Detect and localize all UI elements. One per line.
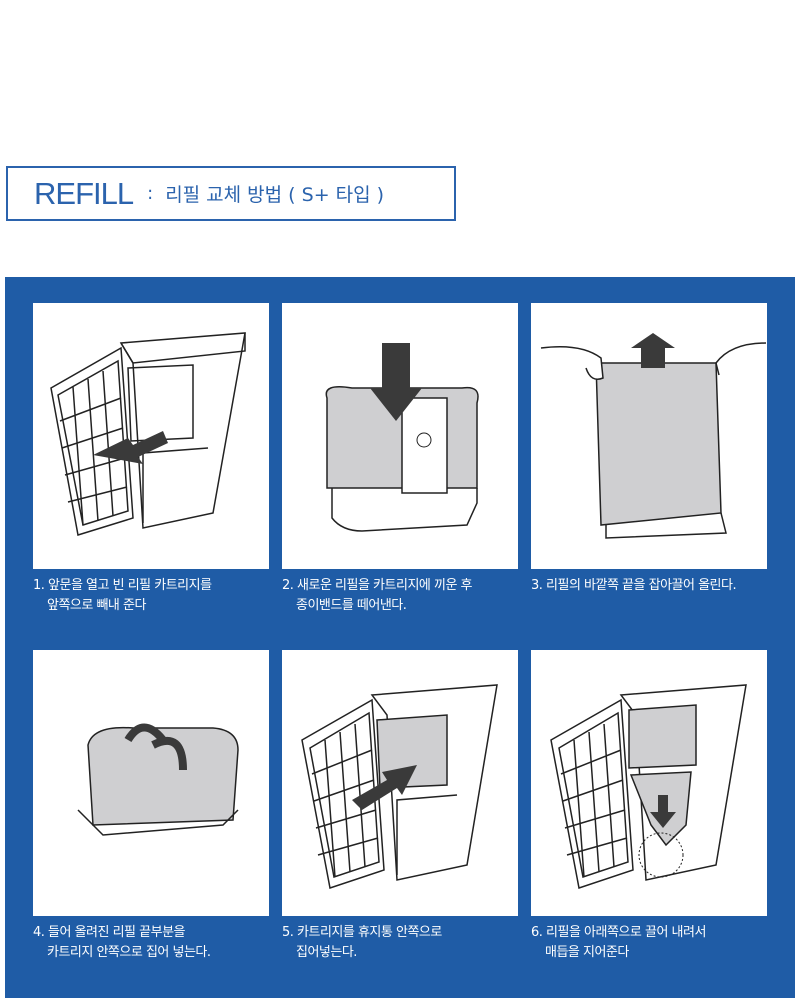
title-box: REFILL : 리필 교체 방법 ( S+ 타입 )	[6, 166, 456, 221]
curved-arrow-icon	[124, 723, 167, 743]
step-2-line2: 종이밴드를 떼어낸다.	[296, 598, 407, 613]
step-3-illustration	[531, 303, 767, 569]
step-5-line1: 5. 카트리지를 휴지통 안쪽으로	[282, 925, 442, 940]
step-2-line1: 2. 새로운 리필을 카트리지에 끼운 후	[282, 578, 473, 593]
down-arrow-icon	[370, 343, 422, 421]
step-4-illustration	[33, 650, 269, 916]
bin-open-door-icon	[50, 332, 246, 536]
step-1-illustration	[33, 303, 269, 569]
step-4-line2: 카트리지 안쪽으로 집어 넣는다.	[47, 945, 211, 960]
up-arrow-icon	[631, 333, 675, 368]
title-subtitle: 리필 교체 방법 ( S+ 타입 )	[165, 184, 385, 206]
curved-arrow-icon	[151, 736, 187, 771]
step-3-line1: 3. 리필의 바깥쪽 끝을 잡아끌어 올린다.	[531, 578, 737, 593]
down-arrow-icon	[650, 795, 676, 828]
arrow-icon	[352, 765, 417, 810]
step-3: 3. 리필의 바깥쪽 끝을 잡아끌어 올린다.	[531, 303, 767, 596]
step-2-illustration	[282, 303, 518, 569]
step-6-line1: 6. 리필을 아래쪽으로 끌어 내려서	[531, 925, 706, 940]
arrow-icon	[93, 431, 168, 464]
step-6-line2: 매듭을 지어준다	[545, 945, 629, 960]
step-1-line1: 1. 앞문을 열고 빈 리필 카트리지를	[33, 578, 212, 593]
step-4-line1: 4. 들어 올려진 리필 끝부분을	[33, 925, 186, 940]
step-5-line2: 집어넣는다.	[296, 945, 357, 960]
title-separator: :	[147, 183, 154, 204]
step-6-illustration	[531, 650, 767, 916]
step-5-illustration	[282, 650, 518, 916]
step-1-line2: 앞쪽으로 빼내 준다	[47, 598, 146, 613]
title-main: REFILL	[34, 175, 134, 211]
